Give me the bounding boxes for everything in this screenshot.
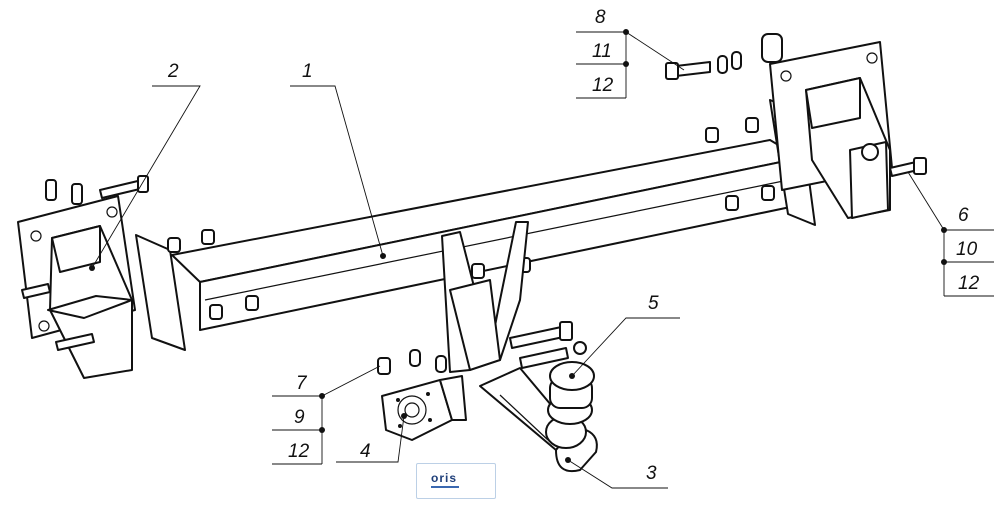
hitch-bracket bbox=[377, 221, 573, 375]
callout-5: 5 bbox=[648, 293, 659, 314]
callout-1: 1 bbox=[302, 61, 313, 82]
callout-12-right: 12 bbox=[958, 273, 980, 294]
right-bolt-set bbox=[889, 157, 927, 177]
callout-11: 11 bbox=[592, 41, 612, 62]
brand-logo: oris bbox=[416, 463, 496, 499]
leader-lines bbox=[89, 29, 994, 489]
callout-12-left: 12 bbox=[288, 441, 310, 462]
callout-10: 10 bbox=[956, 239, 978, 260]
left-bracket bbox=[17, 175, 149, 379]
callout-9: 9 bbox=[294, 407, 305, 428]
main-beam bbox=[135, 99, 816, 351]
top-bolt-set bbox=[665, 51, 742, 80]
brand-logo-underline bbox=[431, 486, 459, 488]
callout-3: 3 bbox=[646, 463, 657, 484]
tow-ball bbox=[547, 341, 595, 425]
right-bracket bbox=[761, 33, 893, 219]
callout-12-top: 12 bbox=[592, 75, 614, 96]
brand-logo-text: oris bbox=[431, 471, 458, 485]
callout-8: 8 bbox=[595, 7, 606, 28]
callout-7: 7 bbox=[296, 373, 307, 394]
callout-2: 2 bbox=[168, 61, 179, 82]
socket-plate bbox=[381, 375, 467, 441]
callout-4: 4 bbox=[360, 441, 371, 462]
callout-6: 6 bbox=[958, 205, 969, 226]
